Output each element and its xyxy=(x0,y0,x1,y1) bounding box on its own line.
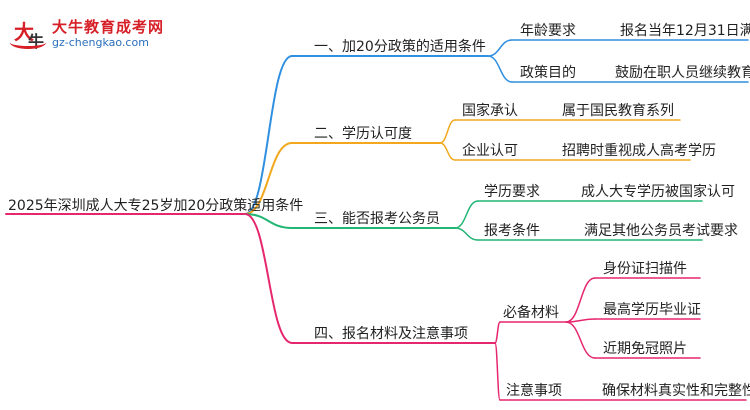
branch-4-child-1-item-3: 近期免冠照片 xyxy=(603,341,687,357)
branch-3-child-1-connector xyxy=(454,200,479,229)
logo-url: gz-chengkao.com xyxy=(52,36,149,49)
branch-1-connector xyxy=(244,55,293,215)
branch-1-child-1-connector xyxy=(487,39,513,57)
branch-1-child-1-value: 报名当年12月31日满25岁 xyxy=(620,23,750,39)
branch-3-child-2-value: 满足其他公务员考试要求 xyxy=(584,223,738,239)
branch-4-title: 四、报名材料及注意事项 xyxy=(314,326,468,342)
branch-4-child-2-item-1: 确保材料真实性和完整性 xyxy=(602,383,750,399)
branch-2-child-2-label: 企业认可 xyxy=(462,143,518,159)
site-logo: 大牛 大牛教育成考网 gz-chengkao.com xyxy=(8,14,178,54)
branch-3-child-2-label: 报考条件 xyxy=(484,223,540,239)
branch-2-child-1-label: 国家承认 xyxy=(462,103,518,119)
branch-2-title: 二、学历认可度 xyxy=(314,126,412,142)
logo-name: 大牛教育成考网 xyxy=(52,18,165,36)
branch-1-child-1-label: 年龄要求 xyxy=(520,23,576,39)
branch-1-child-2-connector xyxy=(487,55,513,83)
branch-3-child-1-label: 学历要求 xyxy=(484,184,540,200)
branch-4-child-1-item-2: 最高学历毕业证 xyxy=(603,302,701,318)
branch-2-child-2-value: 招聘时重视成人高考学历 xyxy=(562,143,716,159)
root-topic: 2025年深圳成人大专25岁加20分政策适用条件 xyxy=(8,198,304,214)
logo-mark-icon: 大牛 xyxy=(10,14,50,54)
branch-4-child-1-label: 必备材料 xyxy=(503,305,559,321)
branch-2-child-1-value: 属于国民教育系列 xyxy=(562,103,674,119)
branch-3-child-2-connector xyxy=(454,227,479,241)
branch-1-child-2-value: 鼓励在职人员继续教育 xyxy=(615,65,750,81)
branch-2-connector xyxy=(244,142,293,215)
branch-4-child-1-item-1-connector xyxy=(565,277,596,323)
branch-4-child-1-item-1: 身份证扫描件 xyxy=(603,261,687,277)
branch-2-child-2-connector xyxy=(439,142,456,161)
branch-3-child-1-value: 成人大专学历被国家认可 xyxy=(581,184,735,200)
branch-1-child-2-label: 政策目的 xyxy=(520,65,576,81)
branch-4-child-2-label: 注意事项 xyxy=(506,383,562,399)
branch-3-title: 三、能否报考公务员 xyxy=(314,211,440,227)
branch-2-child-1-connector xyxy=(439,119,456,144)
branch-4-child-1-connector xyxy=(494,321,501,344)
branch-1-title: 一、加20分政策的适用条件 xyxy=(314,39,486,55)
branch-3-connector xyxy=(244,213,293,229)
branch-4-child-1-item-3-connector xyxy=(565,321,596,359)
branch-4-connector xyxy=(244,213,293,344)
branch-4-child-2-connector xyxy=(494,342,501,401)
